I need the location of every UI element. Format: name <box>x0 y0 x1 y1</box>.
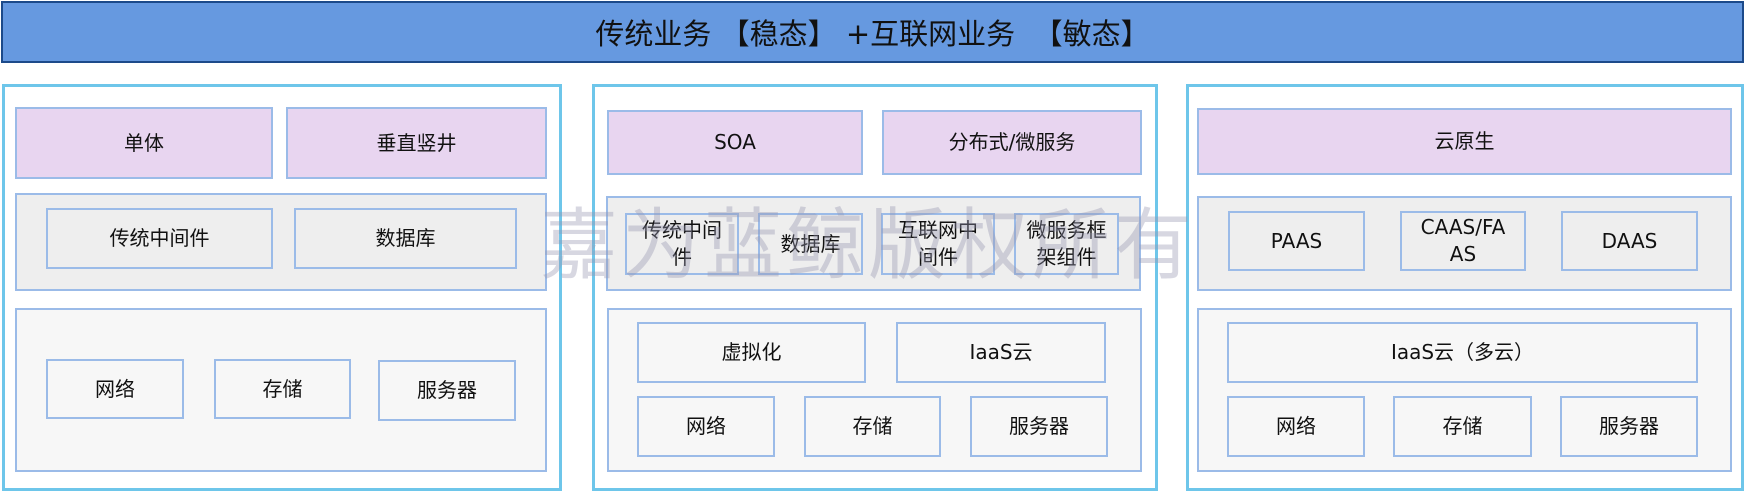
caas-faas-box: CAAS/FA AS <box>1400 211 1526 271</box>
monolith-box: 单体 <box>15 107 273 179</box>
server-box: 服务器 <box>970 396 1108 457</box>
page-title: 传统业务 【稳态】 +互联网业务 【敏态】 <box>1 1 1744 63</box>
network-box: 网络 <box>46 359 184 419</box>
iaas-cloud-box: IaaS云 <box>896 322 1106 383</box>
internet-middleware-box: 互联网中 间件 <box>881 213 995 275</box>
microservices-box: 分布式/微服务 <box>882 110 1142 175</box>
daas-box: DAAS <box>1561 211 1698 271</box>
virtualization-box: 虚拟化 <box>637 322 866 383</box>
storage-box: 存储 <box>214 359 351 419</box>
storage-box: 存储 <box>804 396 941 457</box>
database-box: 数据库 <box>294 208 517 269</box>
database-box: 数据库 <box>758 213 863 275</box>
vertical-silo-box: 垂直竖井 <box>286 107 547 179</box>
paas-box: PAAS <box>1228 211 1365 271</box>
iaas-multicloud-box: IaaS云（多云） <box>1227 322 1698 383</box>
microservice-framework-box: 微服务框 架组件 <box>1014 213 1119 275</box>
soa-box: SOA <box>607 110 863 175</box>
traditional-middleware-box: 传统中间件 <box>46 208 273 269</box>
network-box: 网络 <box>1227 396 1365 457</box>
server-box: 服务器 <box>1560 396 1698 457</box>
server-box: 服务器 <box>378 360 516 421</box>
cloud-native-box: 云原生 <box>1197 108 1732 175</box>
storage-box: 存储 <box>1393 396 1532 457</box>
traditional-middleware-box: 传统中间 件 <box>625 213 739 275</box>
network-box: 网络 <box>637 396 775 457</box>
